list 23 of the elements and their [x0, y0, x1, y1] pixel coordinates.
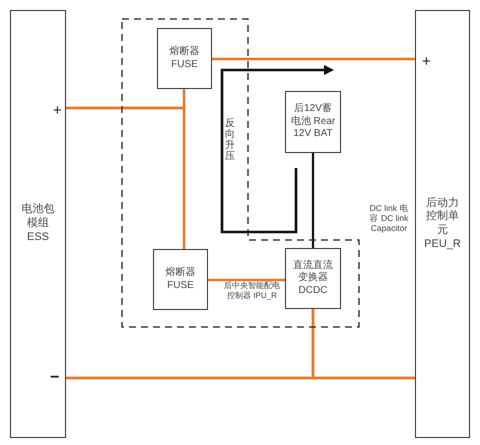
node-label: 后动力控制单元 PEU_R — [423, 196, 462, 252]
power-line — [66, 106, 186, 249]
node-label: 熔断器 FUSE — [164, 267, 196, 292]
node-label: 熔断器 FUSE — [168, 46, 200, 71]
component-box — [285, 91, 341, 153]
node-label: 直流直流变换器 DCDC — [292, 260, 334, 298]
boost-note: 反向升压 — [225, 118, 235, 162]
power-line — [312, 309, 415, 380]
node-label: 后中央智能配电控制器 IPU_R — [223, 281, 281, 300]
module-box — [415, 10, 470, 438]
power-line — [208, 278, 285, 282]
module-box — [10, 10, 66, 438]
component-box — [153, 249, 208, 310]
plus-sign: + — [422, 52, 432, 72]
capacitor-note: DC link 电容 DC link Capacitor — [368, 204, 410, 234]
component-box — [285, 248, 341, 309]
plus-sign: + — [53, 101, 63, 121]
power-line — [212, 58, 415, 60]
node-label: 后12V蓄电池 Rear 12V BAT — [290, 103, 336, 141]
node-label: 电池包模组 ESS — [20, 203, 56, 245]
component-box — [157, 28, 212, 89]
wire — [312, 153, 314, 248]
minus-sign: − — [50, 368, 60, 388]
